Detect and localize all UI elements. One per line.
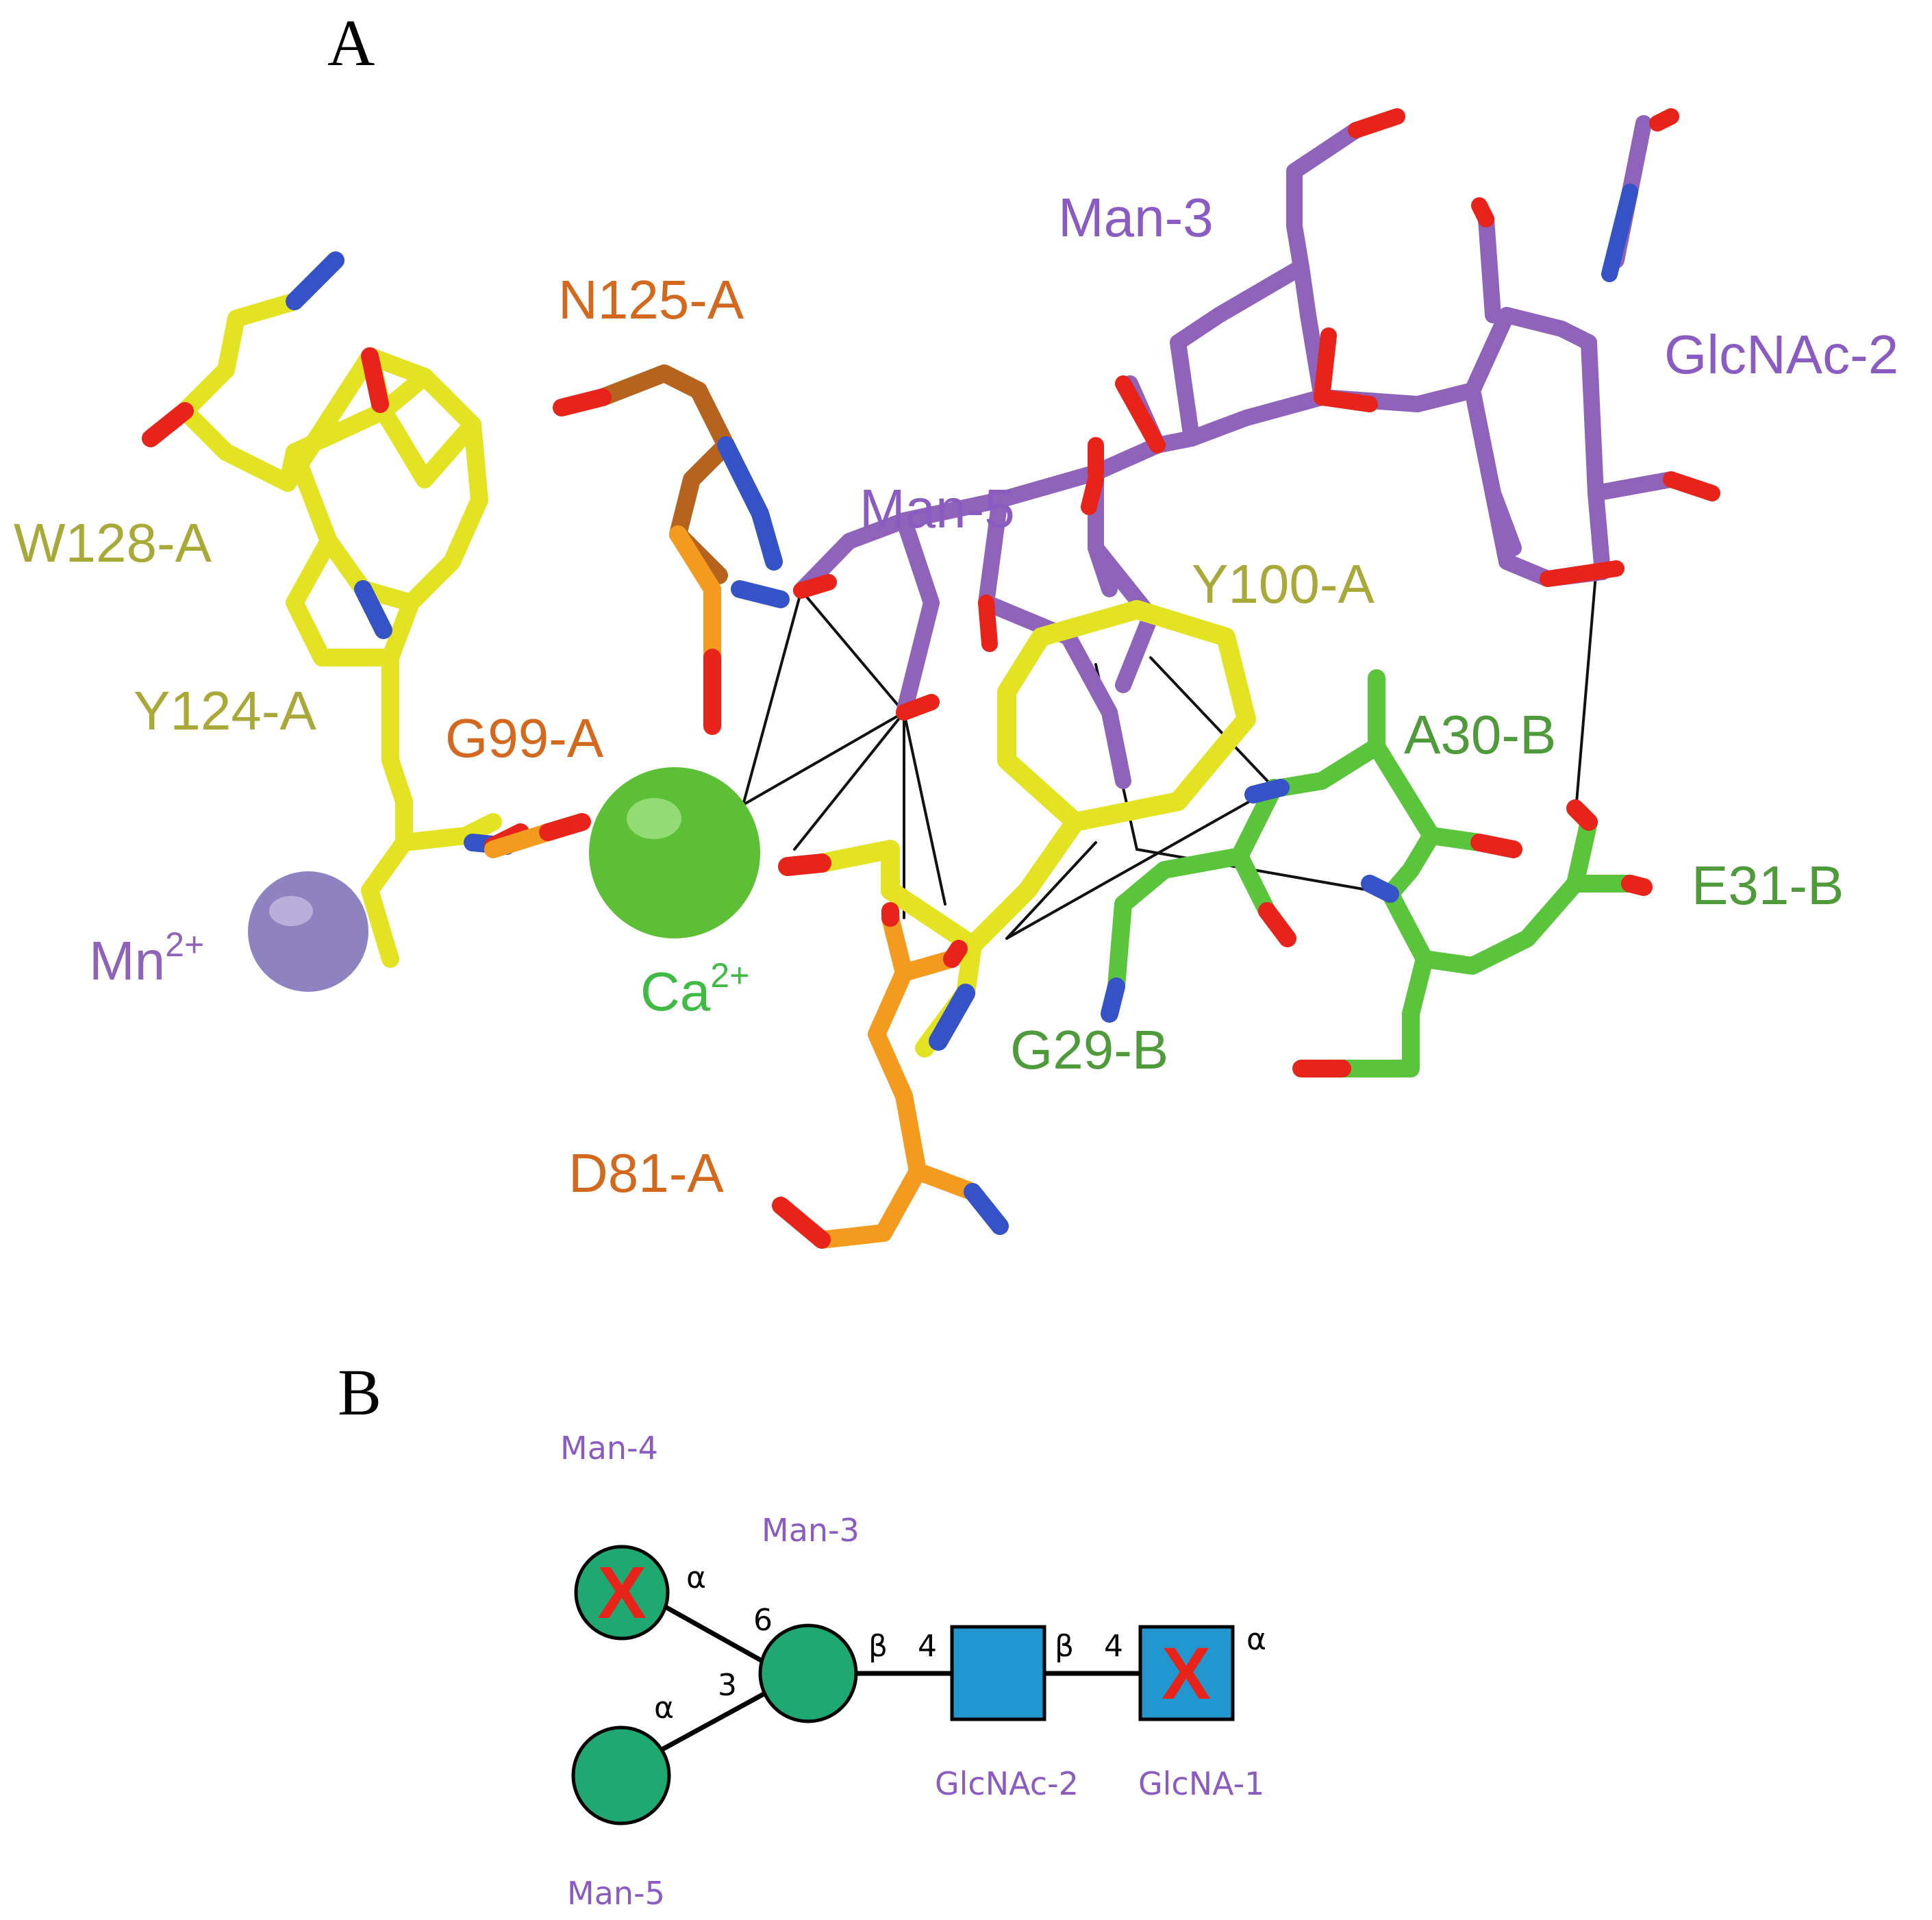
link-beta-1: β (868, 1629, 888, 1664)
residue-n125 (553, 364, 790, 735)
label-ca: Ca2+ (640, 956, 749, 1022)
label-ca-base: Ca (640, 961, 711, 1022)
glcna1-node (1138, 1625, 1235, 1721)
manganese-highlight (269, 896, 313, 926)
label-a30: A30-B (1404, 704, 1556, 765)
panel-a-letter: A (327, 6, 375, 79)
label-b-man3: Man-3 (762, 1512, 860, 1549)
contact-lines (742, 533, 1601, 940)
label-n125: N125-A (558, 269, 744, 330)
label-e31: E31-B (1692, 855, 1844, 916)
label-ca-charge: 2+ (710, 956, 749, 995)
sugar-oxygens (793, 108, 1720, 721)
panel-b-letter: B (338, 1356, 381, 1429)
man4-node (574, 1545, 670, 1641)
label-b-man4: Man-4 (560, 1430, 658, 1467)
residue-w128-y124 (176, 251, 502, 968)
panel-a-structure (142, 108, 1720, 1249)
link-alpha-top: α (686, 1560, 706, 1595)
man3-node (758, 1623, 858, 1723)
glycan-diagram: X X α 6 3 α β 4 β 4 α Man-4 Man-3 Man-5 … (560, 1430, 1266, 1912)
label-mn-base: Mn (89, 930, 165, 991)
residue-chain-b (1107, 669, 1639, 1077)
label-g99: G99-A (445, 708, 604, 769)
man5-node (571, 1725, 671, 1825)
link-six: 6 (753, 1603, 773, 1638)
label-man5: Man-5 (860, 478, 1015, 539)
label-glcnac2: GlcNAc-2 (1664, 324, 1898, 385)
link-four-2: 4 (1104, 1629, 1123, 1664)
sugar-nitrogens (1601, 184, 1638, 282)
link-beta-2: β (1055, 1629, 1074, 1664)
bond-man5-man3 (660, 1686, 775, 1753)
label-w128: W128-A (14, 512, 212, 573)
label-g29: G29-B (1010, 1019, 1168, 1080)
calcium-highlight (627, 798, 681, 839)
chain-b-heteroatoms (1101, 779, 1653, 1077)
label-y100: Y100-A (1192, 553, 1375, 614)
residue-y100 (812, 600, 1256, 1058)
man4-cross-mark: X (597, 1551, 647, 1634)
link-alpha-bottom: α (654, 1691, 674, 1725)
label-mn: Mn2+ (89, 925, 204, 991)
label-b-man5: Man-5 (567, 1875, 665, 1912)
y100-heteroatoms (778, 853, 975, 1051)
label-y124: Y124-A (134, 680, 316, 741)
calcium-ion (589, 767, 760, 938)
manganese-ion (248, 871, 368, 992)
glcnac2-node (950, 1625, 1046, 1721)
link-four-1: 4 (918, 1629, 937, 1664)
label-b-glcna1: GlcNA-1 (1138, 1765, 1264, 1802)
label-mn-charge: 2+ (165, 925, 204, 964)
label-d81: D81-A (568, 1143, 724, 1204)
residue-g99 (484, 813, 591, 858)
label-b-glcnac2: GlcNAc-2 (935, 1765, 1079, 1802)
link-alpha-end: α (1246, 1622, 1266, 1657)
label-man3: Man-3 (1058, 187, 1214, 248)
link-three: 3 (718, 1668, 737, 1703)
glcna1-cross-mark: X (1162, 1632, 1211, 1715)
d81-heteroatoms (772, 902, 1009, 1249)
